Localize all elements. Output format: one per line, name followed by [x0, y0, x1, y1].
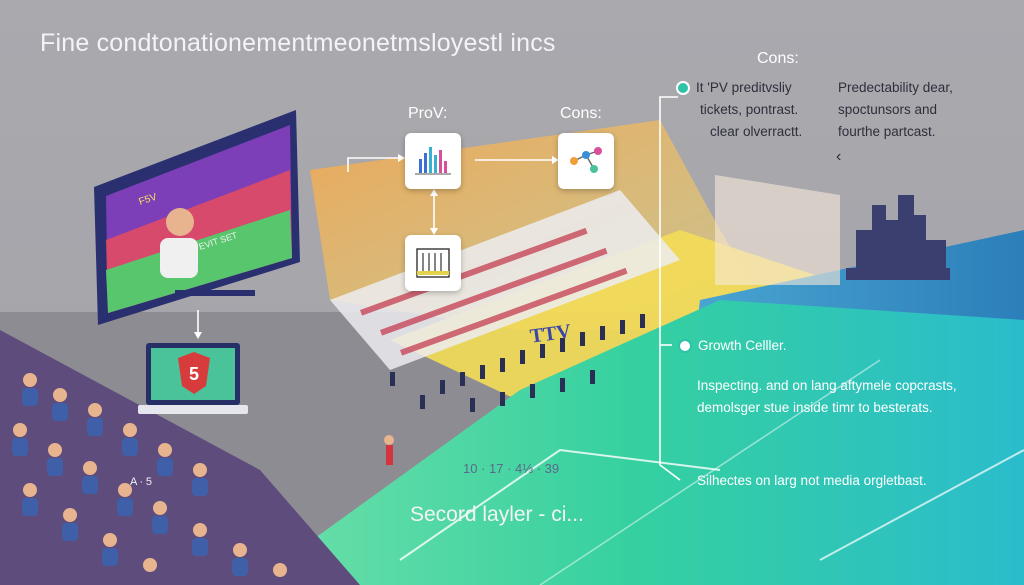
- chevron-left-icon[interactable]: ‹: [836, 148, 842, 165]
- scoreboard: 10 · 17 · 4⅓ · 39: [463, 461, 560, 476]
- cons-right-line-3: fourthe partcast.: [838, 124, 936, 139]
- bar-chart-card[interactable]: [405, 133, 461, 189]
- growth-title: Growth Celller.: [698, 338, 787, 353]
- cons-list-left: It 'PV preditvsliy tickets, pontrast. cl…: [676, 77, 821, 143]
- bar-chart-icon: [415, 147, 451, 175]
- cons-label: Cons:: [560, 105, 602, 122]
- network-icon: [570, 147, 602, 173]
- pros-label: ProV:: [408, 105, 448, 122]
- stand-section-label: A ∙ 5: [130, 476, 153, 488]
- cons-line-3: clear olverractt.: [710, 124, 803, 139]
- growth-footer: Silhectes on larg not media orgletbast.: [697, 473, 927, 488]
- laptop: [138, 343, 248, 414]
- growth-body: Inspecting. and on lang aftymele copcras…: [697, 375, 1017, 419]
- cons-line-1: It 'PV preditvsliy: [696, 80, 792, 95]
- growth-line-2: demolsger stue inside timr to besterats.: [697, 400, 933, 415]
- cons-line-2: tickets, pontrast.: [700, 102, 799, 117]
- cons-list-right: Predectability dear, spoctunsors and fou…: [838, 77, 1018, 143]
- right-cons-label: Cons:: [757, 50, 799, 67]
- calculator-icon: [416, 248, 450, 278]
- tv-monitor: [94, 110, 300, 325]
- teal-dot-icon: [676, 81, 690, 96]
- network-card[interactable]: [558, 133, 614, 189]
- field-bottom-label: Secord layler - ci...: [410, 503, 584, 526]
- laptop-badge-number: 5: [189, 364, 199, 384]
- cons-right-line-1: Predectability dear,: [838, 80, 953, 95]
- page-title: Fine condtonationementmeonetmsloyestl in…: [40, 29, 556, 57]
- growth-title-row: Growth Celller.: [678, 335, 918, 357]
- growth-line-1: Inspecting. and on lang aftymele copcras…: [697, 378, 957, 393]
- growth-dot-icon: [678, 339, 692, 354]
- calculator-card[interactable]: [405, 235, 461, 291]
- cons-right-line-2: spoctunsors and: [838, 102, 938, 117]
- screen-text-1: F5V: [138, 192, 159, 208]
